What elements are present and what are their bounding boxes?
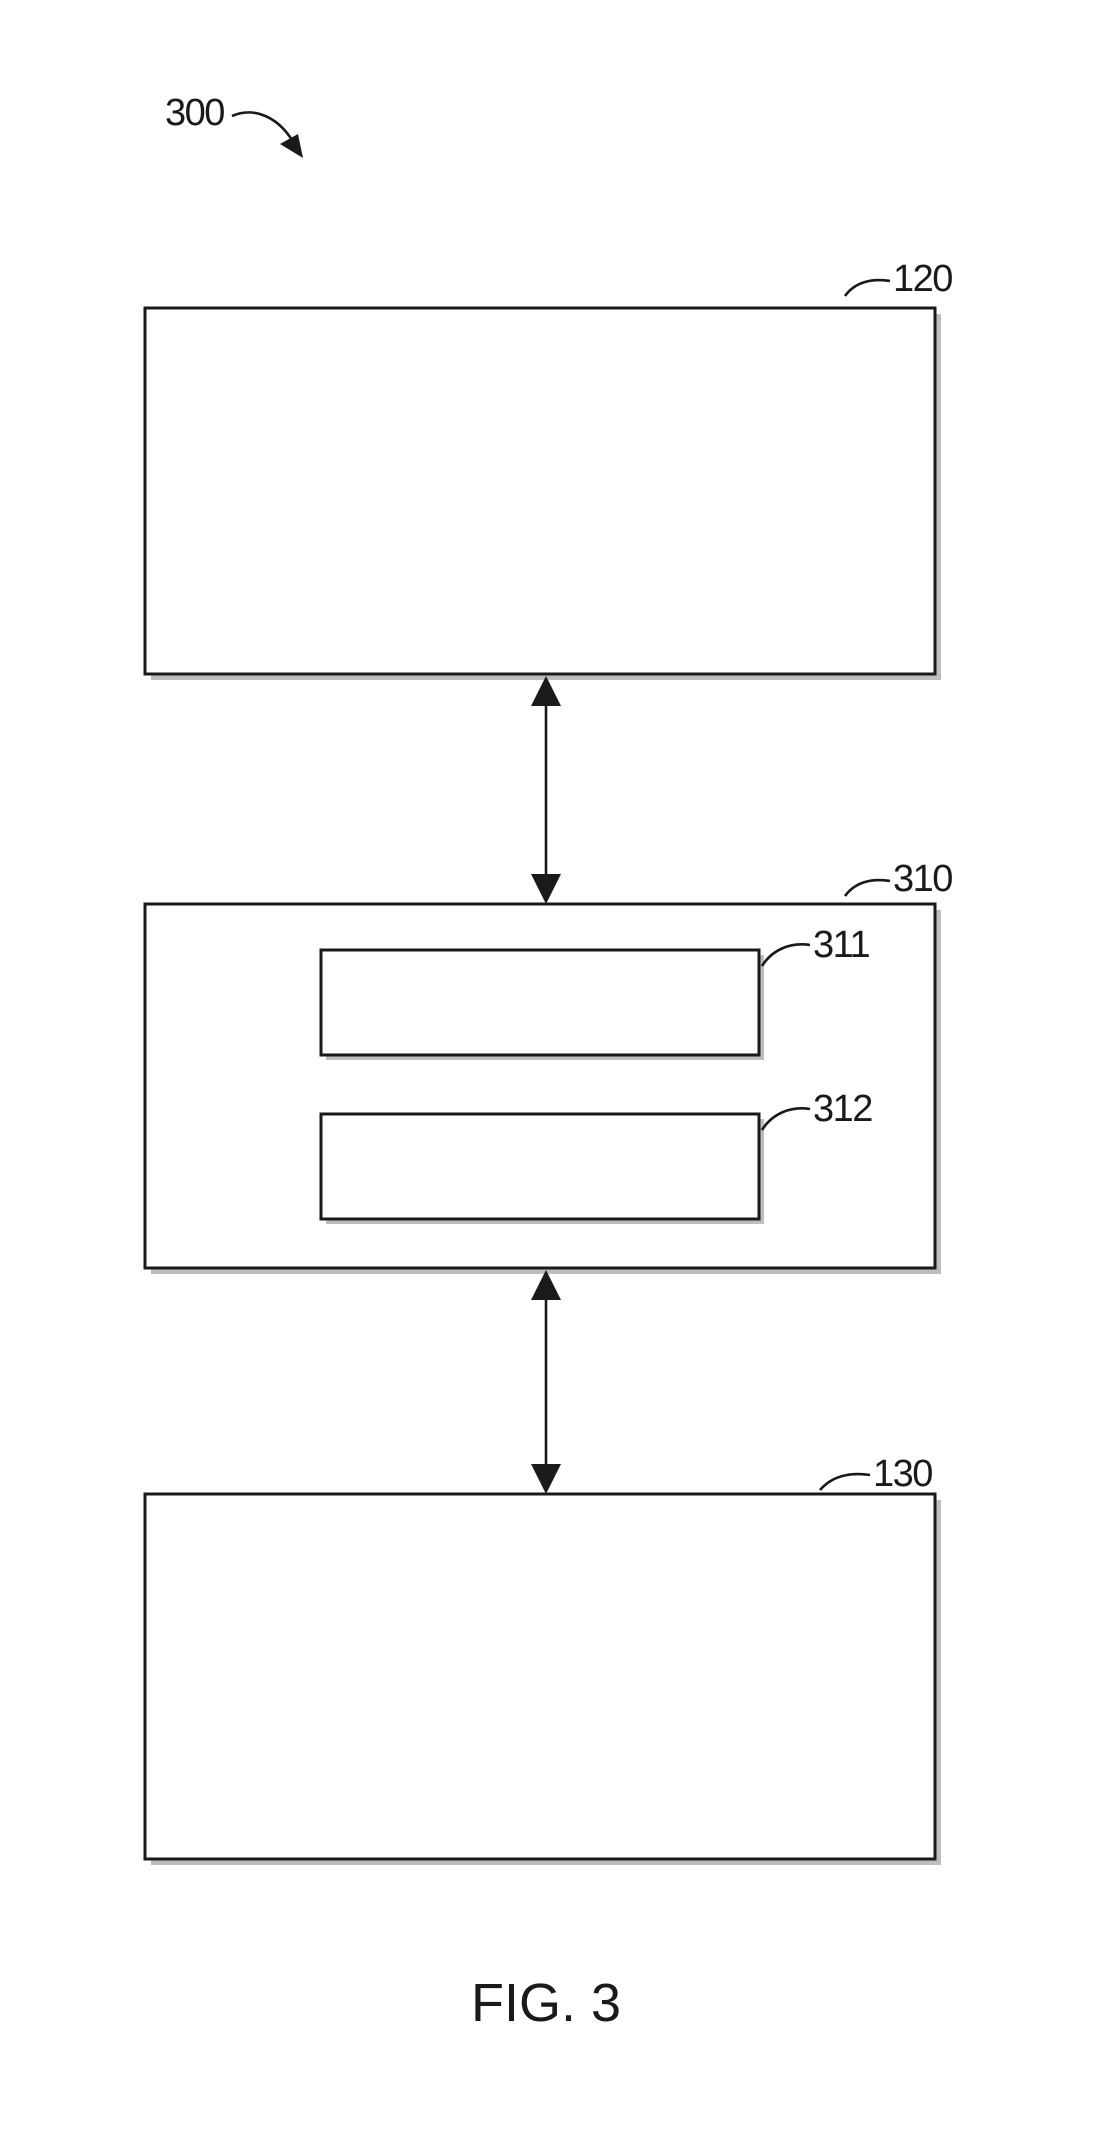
connector-120-310-arrowhead-down xyxy=(531,874,561,904)
figure-ref-label-group: 300 xyxy=(165,92,303,158)
figure-ref-curve xyxy=(231,111,294,141)
block-130-box xyxy=(143,1492,937,1861)
block-311-leader xyxy=(760,943,811,967)
figure-ref-label: 300 xyxy=(165,92,224,134)
block-130-ref: 130 xyxy=(873,1453,932,1495)
connector-310-130-arrowhead-up xyxy=(531,1270,561,1300)
block-120-box xyxy=(143,306,937,676)
block-310-ref: 310 xyxy=(893,858,952,900)
block-311-ref: 311 xyxy=(813,924,869,966)
block-310: 310 311 312 xyxy=(143,858,954,1274)
connector-120-310-arrowhead-up xyxy=(531,676,561,706)
block-312: 312 xyxy=(319,1088,874,1224)
block-312-box xyxy=(319,1112,761,1221)
block-310-leader xyxy=(843,878,891,897)
block-130: 130 xyxy=(143,1453,941,1865)
block-311-box xyxy=(319,948,761,1057)
block-130-leader xyxy=(819,1472,871,1491)
connector-310-130 xyxy=(531,1270,561,1494)
block-312-leader xyxy=(760,1107,811,1131)
connector-310-130-arrowhead-down xyxy=(531,1464,561,1494)
block-120: 120 xyxy=(143,258,954,680)
block-120-leader xyxy=(843,278,891,297)
connector-120-310 xyxy=(531,676,561,904)
block-311: 311 xyxy=(319,924,871,1060)
figure-caption: FIG. 3 xyxy=(471,1973,621,2033)
block-120-ref: 120 xyxy=(893,258,952,300)
block-312-ref: 312 xyxy=(813,1088,872,1130)
figure-ref-arrowhead xyxy=(280,134,303,158)
